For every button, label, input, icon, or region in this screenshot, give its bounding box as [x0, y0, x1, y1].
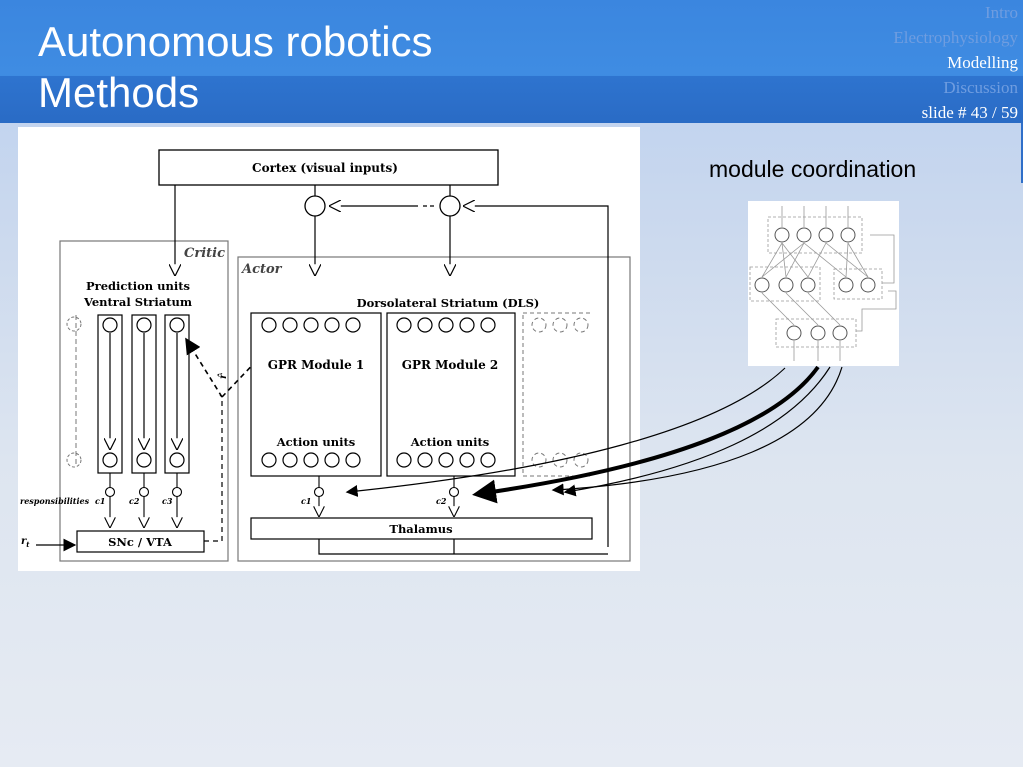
critic-box	[59, 240, 229, 562]
header-edge-accent	[1021, 123, 1023, 183]
basal-ganglia-diagram: Cortex (visual inputs) Critic Actor Pred…	[18, 127, 640, 571]
coordination-arrow-c2	[472, 365, 820, 504]
actor-label: Actor	[240, 262, 283, 277]
critic-label: Critic	[184, 246, 225, 261]
gpr-module-1-label: GPR Module 1	[268, 358, 365, 372]
module-coordination-label: module coordination	[709, 156, 917, 182]
coordination-arrow-critic-2	[551, 366, 843, 496]
prediction-unit-column-3	[164, 314, 190, 474]
td-error-label: r̂	[218, 373, 229, 379]
prediction-units-label: Prediction units	[86, 279, 190, 293]
module-coordination-thumbnail	[748, 201, 899, 366]
nav-item-modelling[interactable]: Modelling	[947, 53, 1018, 72]
thalamus-label: Thalamus	[389, 522, 452, 536]
ghost-module	[522, 312, 593, 477]
reward-label: rt	[21, 536, 30, 549]
gpr-module-1	[250, 312, 382, 477]
gpr-module-2-label: GPR Module 2	[402, 358, 499, 372]
thalamus-box	[250, 517, 593, 540]
action-units-2-label: Action units	[410, 435, 490, 449]
ventral-striatum-label: Ventral Striatum	[83, 295, 192, 309]
prediction-unit-column-1	[97, 314, 123, 474]
actor-c2-label: c2	[436, 496, 447, 506]
action-units-1-label: Action units	[276, 435, 356, 449]
actor-c1-label: c1	[301, 496, 311, 506]
nav-item-electrophysiology[interactable]: Electrophysiology	[893, 28, 1018, 47]
slide-header: Autonomous robotics Methods Intro Electr…	[0, 0, 1023, 123]
gpr-module-2	[386, 312, 516, 477]
critic-c3-label: c3	[162, 496, 173, 506]
slide-title: Autonomous robotics Methods	[38, 16, 433, 118]
title-line-1: Autonomous robotics	[38, 18, 433, 65]
nav-item-intro[interactable]: Intro	[984, 3, 1018, 22]
header-band	[0, 76, 1023, 123]
snc-vta-label: SNc / VTA	[108, 535, 173, 549]
responsibilities-label: responsibilities	[20, 496, 90, 506]
modulator-circle-2	[439, 195, 461, 217]
critic-c1-label: c1	[95, 496, 105, 506]
cortex-label: Cortex (visual inputs)	[252, 161, 398, 175]
critic-c2-label: c2	[129, 496, 140, 506]
modulator-circle-1	[304, 195, 326, 217]
coordination-arrow-c1	[345, 367, 786, 497]
coordination-arrow-critic-1	[563, 366, 831, 497]
cortex-box	[158, 149, 499, 186]
nav-item-discussion[interactable]: Discussion	[943, 78, 1018, 97]
slide-counter: slide # 43 / 59	[921, 103, 1018, 122]
dls-label: Dorsolateral Striatum (DLS)	[357, 296, 540, 310]
actor-box	[237, 256, 631, 562]
section-navigation: Intro Electrophysiology Modelling Discus…	[893, 0, 1018, 125]
title-line-2: Methods	[38, 69, 200, 116]
